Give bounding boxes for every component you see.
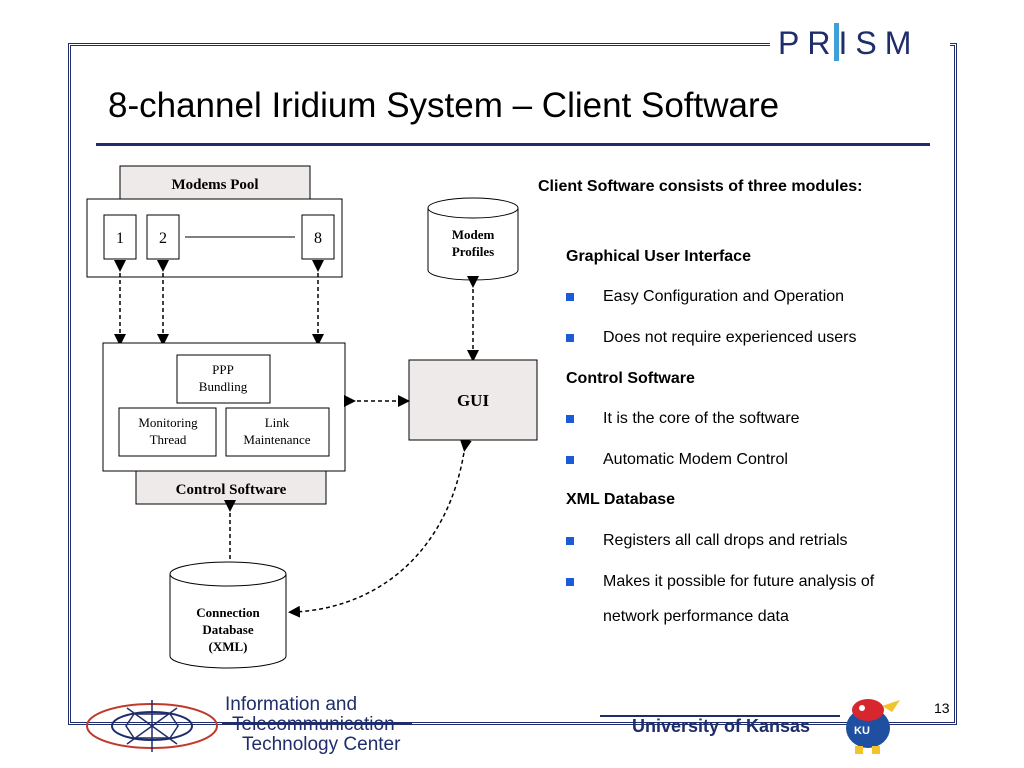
jayhawk-icon: KU — [846, 699, 900, 754]
svg-text:8: 8 — [314, 230, 322, 247]
bullet-marker — [566, 456, 574, 464]
prism-logo: PRISM — [770, 18, 950, 68]
svg-text:1: 1 — [116, 230, 124, 247]
svg-text:KU: KU — [854, 725, 870, 737]
title-divider — [96, 143, 930, 146]
bullet-text: Makes it possible for future analysis of — [603, 573, 875, 590]
heading-xml-database: XML Database — [566, 491, 676, 508]
modem-box-8 — [301, 214, 335, 260]
modems-pool-label: Modems Pool — [171, 177, 258, 193]
svg-text:Profiles: Profiles — [452, 244, 494, 259]
arrow-gui-db — [288, 439, 472, 618]
monitoring-thread-box — [118, 407, 217, 457]
bullet-text: Registers all call drops and retrials — [603, 532, 848, 549]
university-logo: University of Kansas KU — [600, 699, 900, 754]
svg-text:Bundling: Bundling — [199, 379, 248, 394]
modem-box-2 — [146, 214, 180, 260]
slide-title: 8-channel Iridium System – Client Softwa… — [108, 86, 780, 125]
bullet-text: Automatic Modem Control — [603, 451, 788, 468]
svg-text:Technology Center: Technology Center — [242, 734, 401, 755]
network-icon — [125, 700, 179, 752]
svg-text:PPP: PPP — [212, 362, 234, 377]
heading-gui: Graphical User Interface — [566, 248, 751, 265]
svg-text:Database: Database — [202, 622, 254, 637]
svg-text:PRISM: PRISM — [778, 25, 919, 61]
svg-text:Maintenance: Maintenance — [243, 432, 310, 447]
page-number: 13 — [934, 700, 950, 716]
svg-text:Telecommunication: Telecommunication — [232, 714, 395, 735]
bullet-marker — [566, 334, 574, 342]
prism-i-accent — [834, 23, 839, 61]
svg-text:Control Software: Control Software — [176, 482, 287, 498]
bullet-marker — [566, 293, 574, 301]
bullet-text: It is the core of the software — [603, 410, 800, 427]
bullet-marker — [566, 415, 574, 423]
modem-profiles-db: Modem Profiles — [427, 197, 519, 281]
bullet-text: Does not require experienced users — [603, 329, 857, 346]
heading-control-software: Control Software — [566, 370, 695, 387]
svg-text:University of Kansas: University of Kansas — [632, 716, 810, 736]
architecture-diagram: Modems Pool 1 2 8 PPP Bundling Monitorin… — [86, 165, 538, 669]
modems-pool-header — [119, 165, 311, 200]
gui-box — [408, 359, 538, 441]
modules-intro: Client Software consists of three module… — [538, 178, 863, 195]
modem-box-1 — [103, 214, 137, 260]
svg-text:(XML): (XML) — [209, 639, 248, 654]
bullet-text-continuation: network performance data — [603, 608, 789, 625]
connection-database: Connection Database (XML) — [169, 561, 287, 669]
ppp-bundling-box — [176, 354, 271, 404]
bullet-marker — [566, 537, 574, 545]
svg-text:Information and: Information and — [225, 694, 357, 715]
bullet-text: Easy Configuration and Operation — [603, 288, 845, 305]
ittc-logo: Information and Telecommunication Techno… — [86, 694, 412, 755]
svg-text:Connection: Connection — [196, 605, 260, 620]
svg-text:GUI: GUI — [457, 391, 490, 410]
svg-text:Monitoring: Monitoring — [138, 415, 198, 430]
svg-text:Modem: Modem — [452, 227, 495, 242]
svg-text:2: 2 — [159, 230, 167, 247]
bullet-marker — [566, 578, 574, 586]
svg-text:Thread: Thread — [150, 432, 187, 447]
slide-frame — [68, 43, 957, 725]
svg-text:Link: Link — [265, 415, 290, 430]
